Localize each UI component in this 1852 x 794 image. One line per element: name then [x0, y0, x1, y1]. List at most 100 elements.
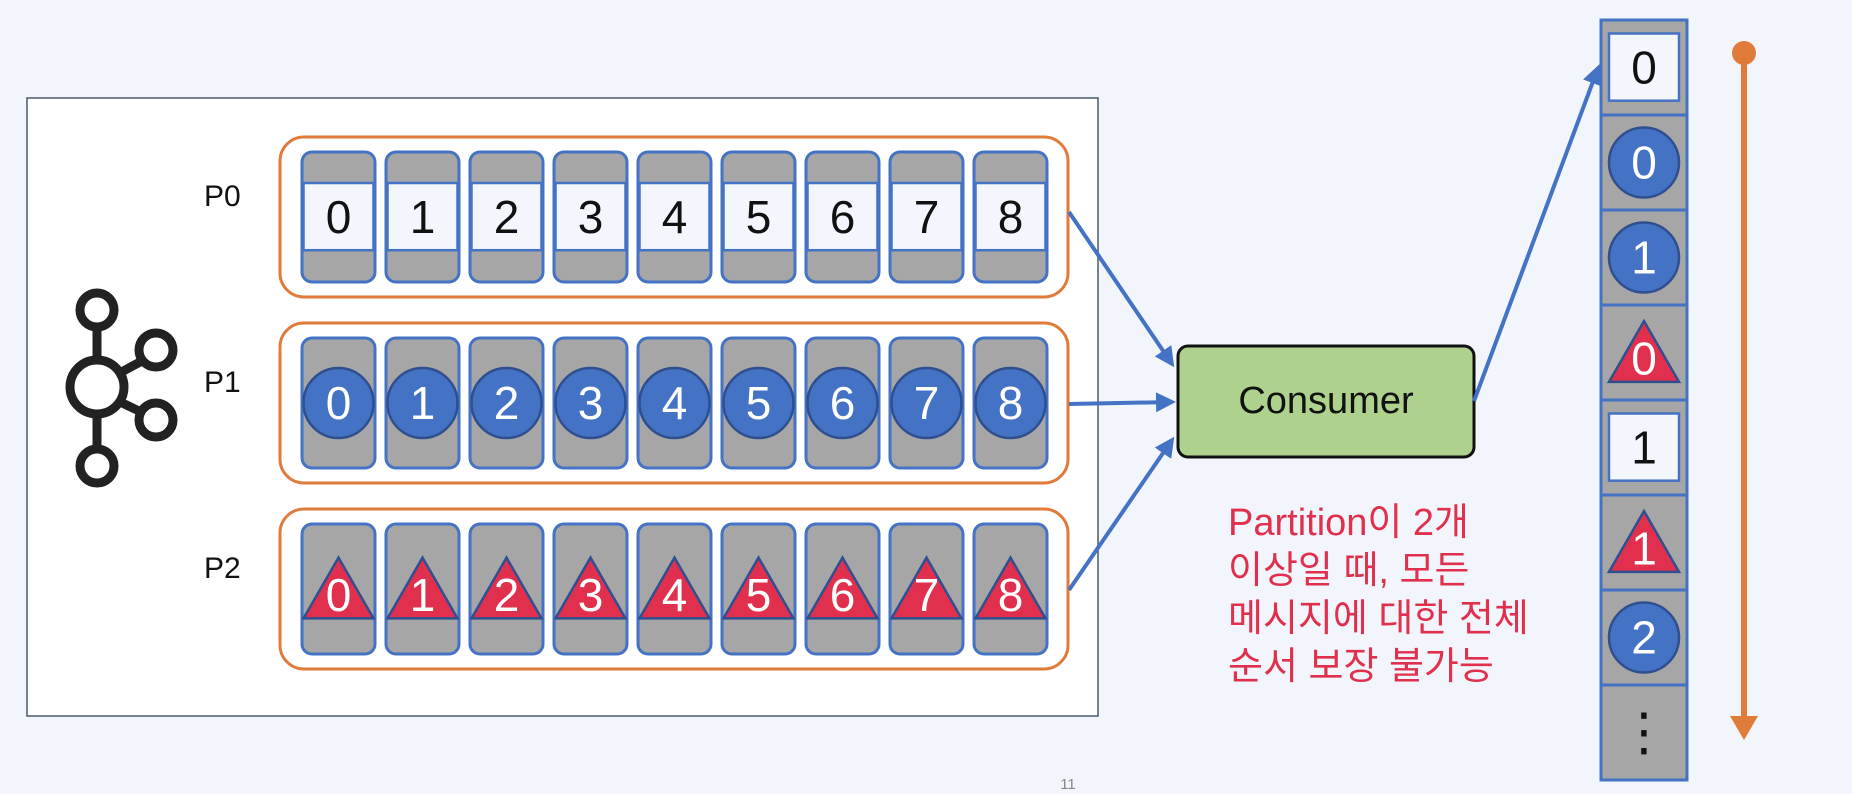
message-cell: 3: [552, 150, 629, 284]
output-item: 2: [1599, 588, 1689, 687]
message-cell: 5: [720, 150, 797, 284]
message-cell: 4: [636, 336, 713, 470]
message-circle: [722, 366, 795, 440]
message-label: 0: [326, 377, 352, 429]
message-cell: 7: [888, 336, 965, 470]
message-cell: 2: [468, 522, 545, 656]
message-square: [638, 181, 711, 252]
message-label: 2: [494, 377, 520, 429]
consumer-box: [1176, 344, 1476, 459]
message-circle: [554, 366, 627, 440]
message-cell: 6: [804, 522, 881, 656]
partition-label: P1: [204, 366, 241, 399]
message-circle: [890, 366, 963, 440]
output-label: 2: [1631, 612, 1657, 664]
message-triangle: [553, 555, 628, 620]
message-label: 5: [746, 569, 772, 621]
message-circle: [638, 366, 711, 440]
output-label: ⋮: [1618, 704, 1670, 762]
partition-label: P2: [204, 552, 241, 585]
output-label: 0: [1631, 137, 1657, 189]
message-square: [302, 181, 375, 252]
message-label: 2: [494, 191, 520, 243]
message-triangle: [889, 555, 964, 620]
output-item: 1: [1599, 208, 1689, 307]
note-line: 메시지에 대한 전체: [1228, 598, 1529, 640]
arrow-p0-to-consumer: [1067, 210, 1175, 368]
message-label: 8: [998, 377, 1024, 429]
message-cell: 4: [636, 522, 713, 656]
arrow-p1-to-consumer: [1068, 392, 1176, 413]
output-slot: [1599, 683, 1689, 782]
message-cell: 8: [972, 522, 1049, 656]
message-square: [554, 181, 627, 252]
time-order-arrow: [1730, 41, 1758, 740]
message-label: 3: [578, 191, 604, 243]
message-circle: [974, 366, 1047, 440]
message-label: 1: [410, 377, 436, 429]
message-triangle: [301, 555, 376, 620]
output-label: 0: [1631, 333, 1657, 385]
output-item: 1: [1599, 398, 1689, 497]
output-square: [1607, 32, 1681, 102]
message-cell: 6: [804, 150, 881, 284]
message-circle: [302, 366, 375, 440]
message-triangle: [973, 555, 1048, 620]
output-item: ⋮: [1599, 683, 1689, 782]
message-label: 6: [830, 191, 856, 243]
note-line: Partition이 2개: [1228, 502, 1469, 544]
consumer-label: Consumer: [1238, 380, 1414, 422]
output-item: 1: [1599, 493, 1689, 592]
message-circle: [806, 366, 879, 440]
partition-label: P0: [204, 180, 241, 213]
arrow-consumer-to-output: [1472, 64, 1602, 402]
message-cell: 8: [972, 150, 1049, 284]
message-square: [470, 181, 543, 252]
message-cell: 5: [720, 336, 797, 470]
message-label: 3: [578, 377, 604, 429]
message-triangle: [385, 555, 460, 620]
message-label: 1: [410, 569, 436, 621]
output-item: 0: [1599, 303, 1689, 402]
message-cell: 1: [384, 522, 461, 656]
message-cell: 2: [468, 336, 545, 470]
message-square: [974, 181, 1047, 252]
output-label: 0: [1631, 42, 1657, 94]
message-label: 8: [998, 569, 1024, 621]
message-label: 4: [662, 569, 688, 621]
message-square: [890, 181, 963, 252]
output-circle: [1607, 221, 1681, 294]
message-label: 0: [326, 191, 352, 243]
message-cell: 7: [888, 150, 965, 284]
message-circle: [386, 366, 459, 440]
message-cell: 0: [300, 336, 377, 470]
message-label: 5: [746, 377, 772, 429]
output-item: 0: [1599, 18, 1689, 117]
message-label: 2: [494, 569, 520, 621]
output-triangle: [1606, 318, 1682, 384]
message-cell: 8: [972, 336, 1049, 470]
message-cell: 6: [804, 336, 881, 470]
message-label: 3: [578, 569, 604, 621]
output-circle: [1607, 126, 1681, 199]
message-cell: 4: [636, 150, 713, 284]
message-cell: 3: [552, 336, 629, 470]
partition-box: [278, 135, 1070, 299]
message-triangle: [469, 555, 544, 620]
note-line: 순서 보장 불가능: [1228, 646, 1494, 688]
message-cell: 0: [300, 522, 377, 656]
partition-box: [278, 321, 1070, 485]
output-item: 0: [1599, 113, 1689, 212]
message-label: 7: [914, 377, 940, 429]
message-label: 7: [914, 191, 940, 243]
message-label: 5: [746, 191, 772, 243]
message-label: 4: [662, 191, 688, 243]
message-label: 7: [914, 569, 940, 621]
message-triangle: [637, 555, 712, 620]
page-number: 11: [1060, 776, 1076, 793]
message-circle: [470, 366, 543, 440]
